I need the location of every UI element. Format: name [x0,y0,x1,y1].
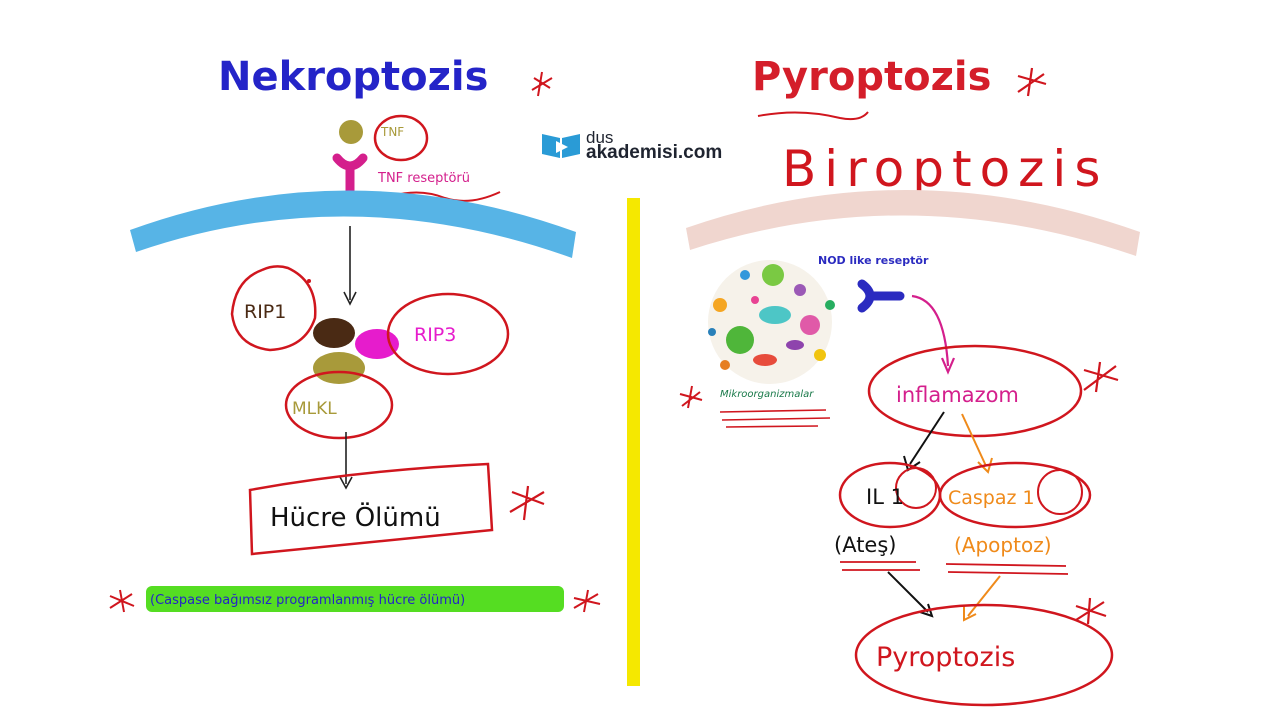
microorganisms-illustration [708,260,835,384]
nod-receptor-label: NOD like reseptör [818,254,929,267]
rip3-label: RIP3 [414,324,456,346]
right-title: Pyroptozis [752,54,991,100]
left-title-star-icon [531,71,553,97]
mlkl-protein [313,352,365,384]
pyroptosis-circle-mark [854,603,1114,707]
left-cell-membrane [130,190,576,258]
rip3-circle-mark [386,292,510,376]
mlkl-arrow-head [339,476,353,490]
microbes-underline [719,409,831,428]
to-caspase-arrow [961,413,987,467]
nod-arrow-head [940,357,956,375]
caspase-label: Caspaz 1 [948,487,1035,509]
dus-akademisi-logo: dus akademisi.com [540,128,740,164]
nod-arrow [911,294,950,367]
nod-receptor-icon [857,279,905,313]
cell-death-label: Hücre Ölümü [270,501,441,533]
inflammasome-star-icon [1083,361,1119,393]
inflammasome-circle-mark [867,344,1083,438]
note-star-left-icon [109,589,135,613]
tnf-ligand [339,120,363,144]
apoptosis-arrow-head [963,606,977,622]
rip3-protein [355,329,399,359]
note-highlight [146,586,564,612]
il1-inner-circle-mark [895,467,937,509]
right-title-underline [757,111,869,121]
to-il1-arrow [909,411,945,465]
rip1-protein [313,318,355,348]
left-title: Nekroptozis [218,54,488,100]
tnf-circle-mark [373,114,429,162]
tnf-arrow-head [343,291,357,306]
microbes-label: Mikroorganizmalar [720,389,814,400]
apoptosis-underline [945,563,1069,575]
microbes-star-icon [679,385,703,409]
mlkl-circle-mark [284,370,394,440]
note-star-right-icon [573,589,601,613]
tnf-label: TNF [380,125,404,139]
rip1-circle-mark [230,265,317,352]
il1-label: IL 1 [866,485,904,509]
rip1-label: RIP1 [244,301,286,323]
fever-underline [840,561,920,571]
fever-label: (Ateş) [834,533,896,557]
cell-death-star-icon [509,485,545,521]
mlkl-label: MLKL [292,399,337,419]
logo-line1: dus [586,128,614,147]
pyroptosis-outcome-label: Pyroptozis [876,642,1015,673]
fever-arrow-head [919,603,934,618]
right-handwritten-title: Biroptozis [782,140,1108,198]
apoptosis-label: (Apoptoz) [954,533,1052,557]
center-divider [627,198,640,686]
logo-wordmark: dus akademisi.com [586,128,723,163]
caspase-inner-circle-mark [1037,469,1083,515]
right-title-star-icon [1017,67,1047,97]
caspase-circle-mark [938,461,1092,529]
tnf-receptor-icon [332,153,368,201]
tnf-receptor-label: TNF reseptörü [377,171,470,186]
apoptosis-arrow [967,575,1001,617]
logo-line2: akademisi.com [586,142,723,163]
cell-death-box [248,462,494,556]
logo-book-play-icon [542,134,580,158]
inflammasome-label: inflamazom [896,383,1019,407]
pyroptosis-star-icon [1075,597,1107,625]
right-cell-membrane [686,189,1140,256]
rip1-dot [307,279,311,283]
fever-arrow [887,571,929,613]
note-text: (Caspase bağımsız programlanmış hücre öl… [150,593,465,608]
